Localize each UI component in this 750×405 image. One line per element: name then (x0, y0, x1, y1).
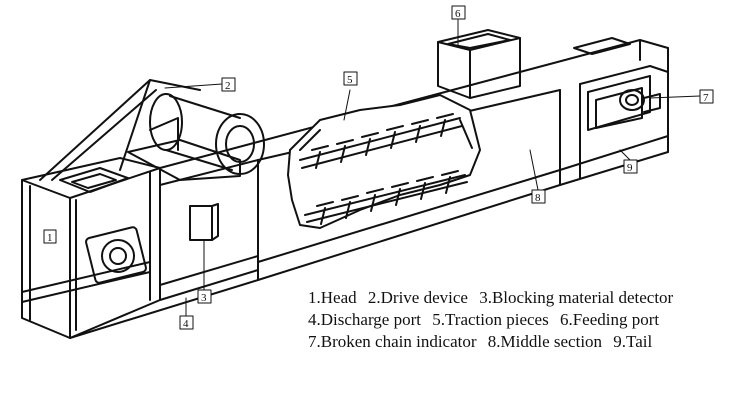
callout-4-label: 4 (183, 318, 189, 330)
callout-8-label: 8 (535, 192, 541, 204)
legend-line-1: 1.Head 2.Drive device 3.Blocking materia… (308, 287, 748, 309)
legend-item: 8.Middle section (487, 332, 603, 351)
legend-item: 1.Head (308, 288, 357, 307)
callout-boxes (43, 5, 714, 330)
callout-leaders (164, 19, 701, 317)
middle-section-casing (69, 39, 669, 339)
legend-item: 5.Traction pieces (432, 310, 549, 329)
callout-3-label: 3 (201, 292, 207, 304)
legend-line-2: 4.Discharge port 5.Traction pieces 6.Fee… (308, 309, 748, 331)
legend-item: 3.Blocking material detector (479, 288, 674, 307)
legend-item: 6.Feeding port (559, 310, 660, 329)
legend-item: 7.Broken chain indicator (308, 332, 477, 351)
feeding-port (437, 29, 521, 99)
legend-item: 2.Drive device (367, 288, 468, 307)
tail-section (573, 37, 669, 131)
traction-chain-upper (299, 113, 463, 169)
cutaway-opening (287, 94, 481, 229)
callout-9-label: 9 (627, 162, 633, 174)
legend-item: 9.Tail (613, 332, 653, 351)
callout-2-label: 2 (225, 80, 231, 92)
legend-line-3: 7.Broken chain indicator 8.Middle sectio… (308, 331, 748, 353)
head-section (21, 157, 259, 339)
legend-item: 4.Discharge port (308, 310, 421, 329)
drive-device (39, 79, 265, 181)
blocking-detector (189, 203, 219, 241)
legend: 1.Head 2.Drive device 3.Blocking materia… (308, 287, 748, 353)
callout-5-label: 5 (347, 74, 353, 86)
callout-1-label: 1 (47, 232, 53, 244)
traction-chain-lower (304, 170, 468, 225)
callout-6-label: 6 (455, 8, 461, 20)
callout-7-label: 7 (703, 92, 709, 104)
